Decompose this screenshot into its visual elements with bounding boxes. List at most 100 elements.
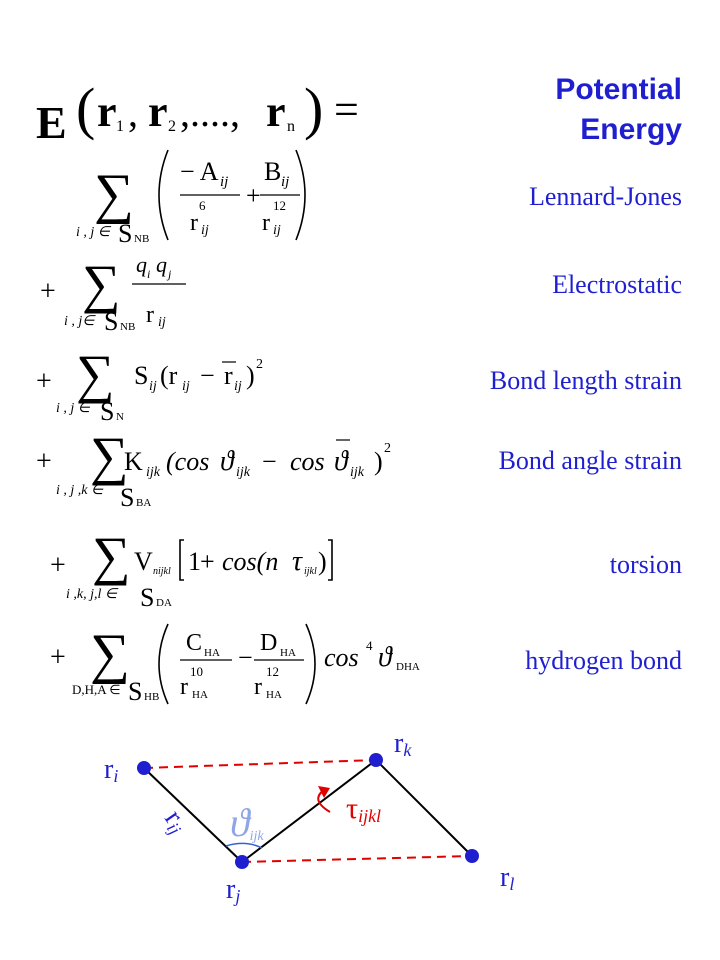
svg-text:r: r [146,302,154,328]
svg-text:B: B [264,157,281,186]
label-tau: τijkl [346,792,381,826]
svg-text:ij: ij [182,379,190,394]
svg-text:ij: ij [158,315,166,330]
svg-text:+: + [50,550,66,581]
svg-text:i , j ,k ∈: i , j ,k ∈ [56,483,105,498]
svg-text:∑: ∑ [76,344,115,404]
bond-jk [241,759,377,863]
svg-text:∑: ∑ [90,426,129,486]
svg-text:r: r [148,87,168,136]
svg-text:4: 4 [366,638,373,653]
svg-text:): ) [304,76,323,141]
svg-text:r: r [190,210,198,236]
svg-text:i , j∈: i , j∈ [64,314,96,329]
svg-text:+: + [50,642,66,673]
svg-text:− A: − A [180,157,219,186]
svg-text:V: V [134,547,153,576]
svg-text:HA: HA [192,689,208,701]
label-rk: rk [394,728,412,760]
svg-text:i , j ∈: i , j ∈ [76,225,112,240]
torsion-arrowhead [318,786,330,798]
svg-text:S: S [118,219,132,248]
svg-text:∑: ∑ [94,163,134,225]
svg-text:+: + [200,547,215,576]
label-electrostatic: Electrostatic [552,270,682,299]
eq-E: E [36,97,67,148]
title-line1: Potential [555,73,682,106]
svg-text:τ: τ [292,546,303,577]
svg-text:i , j ∈: i , j ∈ [56,401,92,416]
svg-text:n: n [287,118,295,135]
svg-text:+: + [40,276,56,307]
svg-text:2: 2 [384,441,391,456]
svg-text:i: i [147,267,150,281]
svg-text:10: 10 [190,664,203,679]
svg-text:NB: NB [120,321,135,333]
svg-text:r: r [180,674,188,700]
svg-text:HB: HB [144,691,159,703]
svg-text:S: S [128,677,142,706]
svg-text:+: + [246,181,261,210]
svg-text:(r: (r [160,361,178,390]
svg-text:ij: ij [201,223,209,238]
svg-text:K: K [124,447,143,476]
svg-text:HA: HA [266,689,282,701]
svg-text:−: − [262,447,277,476]
atom-k [369,753,383,767]
svg-text:ij: ij [281,174,289,190]
svg-text:cos: cos [324,643,359,672]
angle-arc [225,842,263,849]
title-line2: Energy [580,113,682,146]
svg-text:cos(n: cos(n [222,547,278,576]
svg-text:ijk: ijk [350,465,365,480]
svg-text:BA: BA [136,497,151,509]
svg-text:NB: NB [134,233,149,245]
svg-text:ϑ: ϑ [220,446,235,477]
svg-text:): ) [318,547,327,576]
svg-text:1: 1 [188,547,201,576]
svg-text:nijkl: nijkl [153,566,171,577]
svg-text:,....,: ,...., [180,90,240,135]
svg-text:∑: ∑ [90,623,130,685]
svg-text:+: + [36,446,52,477]
svg-text:r: r [262,210,270,236]
svg-text:S: S [140,583,154,612]
svg-text:r: r [254,674,262,700]
svg-text:(cos: (cos [166,447,209,476]
svg-text:r: r [97,87,117,136]
label-rl: rl [500,862,514,894]
dashed-jl [241,855,473,863]
svg-text:1: 1 [116,118,124,135]
label-rj: rj [226,874,240,906]
svg-text:,: , [128,90,138,135]
svg-text:ij: ij [220,174,228,190]
svg-text:2: 2 [256,357,263,372]
label-bond-angle-strain: Bond angle strain [498,446,682,475]
svg-text:2: 2 [168,118,176,135]
svg-text:C: C [186,630,202,656]
svg-text:ijk: ijk [146,465,161,480]
label-hydrogen-bond: hydrogen bond [525,646,682,675]
svg-text:=: = [334,85,359,134]
bond-kl [375,759,473,857]
svg-text:j: j [166,267,172,281]
svg-text:): ) [246,361,255,390]
dashed-ik [143,759,377,769]
svg-text:∑: ∑ [92,526,131,586]
svg-text:HA: HA [204,647,220,659]
svg-text:12: 12 [273,198,286,213]
svg-text:S: S [100,397,114,426]
svg-text:q: q [156,252,167,277]
label-lennard-jones: Lennard-Jones [528,182,682,211]
atom-j [235,855,249,869]
svg-text:r: r [266,87,286,136]
svg-text:DA: DA [156,597,172,609]
svg-text:r: r [224,361,233,390]
svg-text:−: − [200,361,215,390]
svg-text:N: N [116,411,124,423]
svg-text:ij: ij [234,379,242,394]
svg-text:ϑ: ϑ [378,642,393,673]
svg-text:ijkl: ijkl [304,566,317,577]
